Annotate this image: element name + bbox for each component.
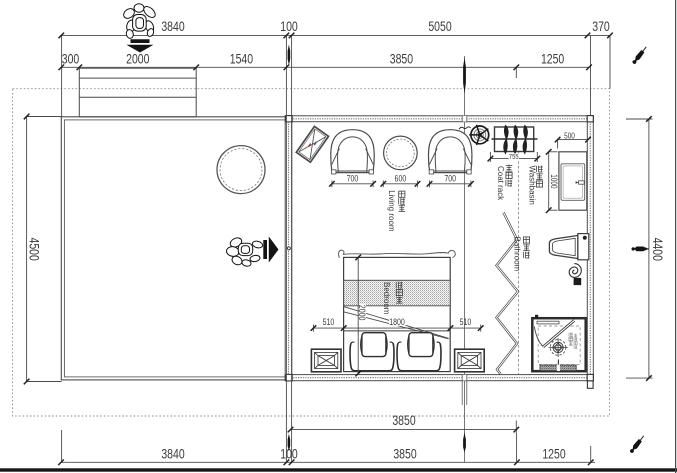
svg-text:Bedroom: Bedroom	[382, 282, 391, 315]
svg-text:100: 100	[280, 18, 298, 34]
svg-text:1250: 1250	[541, 50, 564, 66]
svg-text:300: 300	[62, 50, 80, 66]
svg-text:3850: 3850	[393, 445, 416, 461]
svg-text:5050: 5050	[428, 18, 451, 34]
svg-text:370: 370	[592, 18, 610, 34]
svg-text:2000: 2000	[126, 50, 149, 66]
svg-text:600: 600	[395, 173, 407, 183]
svg-text:Living room: Living room	[387, 190, 396, 232]
svg-text:510: 510	[323, 317, 335, 327]
svg-text:1000: 1000	[549, 174, 559, 188]
svg-text:3850: 3850	[392, 412, 415, 428]
svg-text:100: 100	[280, 445, 298, 461]
svg-text:Washbasin: Washbasin	[528, 166, 537, 205]
svg-text:510: 510	[460, 317, 472, 327]
svg-text:3840: 3840	[161, 445, 184, 461]
svg-text:3840: 3840	[161, 18, 184, 34]
svg-text:1800: 1800	[389, 317, 405, 327]
svg-text:4400: 4400	[650, 238, 666, 261]
svg-text:Coat rack: Coat rack	[496, 166, 505, 201]
svg-text:3850: 3850	[390, 50, 413, 66]
svg-text:Bathroom: Bathroom	[513, 237, 522, 272]
svg-text:700: 700	[444, 173, 456, 183]
svg-text:1540: 1540	[230, 50, 253, 66]
svg-text:1250: 1250	[542, 445, 565, 461]
svg-text:755: 755	[509, 152, 519, 161]
svg-text:700: 700	[347, 173, 359, 183]
svg-text:4500: 4500	[26, 238, 42, 261]
svg-text:2000: 2000	[357, 305, 367, 321]
svg-text:500: 500	[564, 132, 575, 141]
